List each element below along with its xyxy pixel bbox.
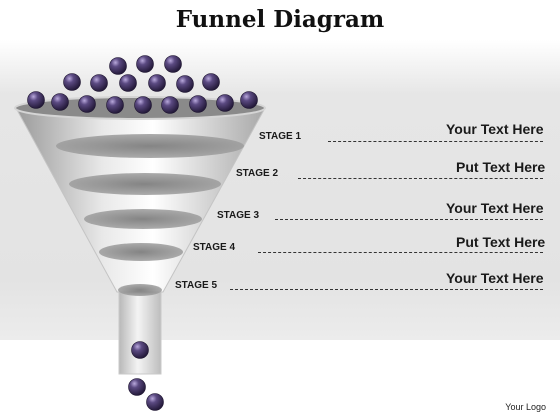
stage-text-1: Your Text Here [446, 121, 544, 137]
stage-ring-5 [118, 284, 162, 296]
stage-dashed-line-4 [258, 252, 543, 253]
stage-dashed-line-5 [230, 289, 543, 290]
ball-13 [106, 96, 124, 114]
stage-label-2: STAGE 2 [236, 168, 279, 179]
logo-text: Your Logo [505, 402, 546, 412]
ball-18 [240, 91, 258, 109]
balls [27, 55, 258, 411]
stage-ring-2 [69, 173, 221, 195]
ball-19 [131, 341, 149, 359]
stage-dashed-line-2 [298, 178, 543, 179]
ball-1 [136, 55, 154, 73]
stage-label-5: STAGE 5 [175, 280, 218, 291]
stage-text-3: Your Text Here [446, 200, 544, 216]
funnel-tube [118, 291, 162, 375]
ball-6 [119, 74, 137, 92]
stage-text-2: Put Text Here [456, 159, 546, 175]
ball-16 [189, 95, 207, 113]
stage-label-4: STAGE 4 [193, 242, 236, 253]
ball-11 [51, 93, 69, 111]
stage-label-1: STAGE 1 [259, 131, 302, 142]
ball-8 [176, 75, 194, 93]
ball-2 [164, 55, 182, 73]
ball-10 [27, 91, 45, 109]
ball-14 [134, 96, 152, 114]
ball-12 [78, 95, 96, 113]
stage-dashed-line-3 [275, 219, 543, 220]
stage-label-3: STAGE 3 [217, 210, 260, 221]
ball-20 [128, 378, 146, 396]
stage-ring-3 [84, 209, 202, 229]
ball-4 [63, 73, 81, 91]
stage-text-5: Your Text Here [446, 270, 544, 286]
stage-rings [56, 134, 244, 296]
ball-3 [109, 57, 127, 75]
stage-dashed-line-1 [328, 141, 543, 142]
page-title: Funnel Diagram [175, 6, 385, 33]
ball-9 [202, 73, 220, 91]
stage-ring-1 [56, 134, 244, 158]
ball-21 [146, 393, 164, 411]
stage-text-4: Put Text Here [456, 234, 546, 250]
stage-ring-4 [99, 243, 183, 261]
ball-7 [148, 74, 166, 92]
ball-5 [90, 74, 108, 92]
ball-15 [161, 96, 179, 114]
ball-17 [216, 94, 234, 112]
